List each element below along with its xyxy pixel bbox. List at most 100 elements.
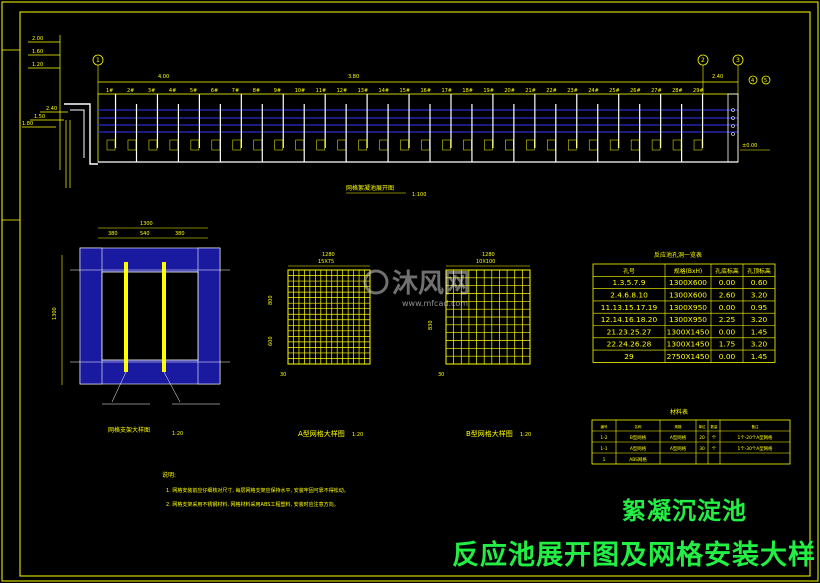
grid-b-dim: 30 <box>438 372 444 378</box>
drawing-title: 絮凝沉淀池 <box>622 497 747 525</box>
bay-label: 11# <box>316 88 327 94</box>
level-label: 1.60 <box>32 49 43 55</box>
axis-label: 2 <box>701 57 705 64</box>
bay-label: 25# <box>609 88 620 94</box>
bay-label: 22# <box>546 88 557 94</box>
table-cell: 1300X1450 <box>667 327 710 336</box>
grid-b-dim: 10X100 <box>476 259 495 265</box>
table-header: 孔底标高 <box>715 267 739 275</box>
opening-mark <box>127 139 137 151</box>
table-cell: 1.45 <box>751 352 768 361</box>
table-cell: 1300X1450 <box>667 340 710 349</box>
opening-mark <box>253 139 263 151</box>
table-cell: 0.95 <box>751 303 768 312</box>
level-label: 1.20 <box>32 62 43 68</box>
grid-a-dim: 1280 <box>322 252 335 258</box>
bay-label: 5# <box>190 88 197 94</box>
table-cell: 1个-30个A型网格 <box>738 445 774 452</box>
level-label: 1.80 <box>22 121 33 127</box>
grid-a-dim-vertical: 600 <box>268 336 274 346</box>
axis-marker-3: 3 <box>732 54 744 94</box>
opening-mark <box>379 139 388 151</box>
opening-mark <box>232 139 242 151</box>
bay-label: 28# <box>672 88 683 94</box>
support-bar <box>124 262 128 372</box>
table-header: 数量 <box>710 424 718 429</box>
detail-dim: 540 <box>140 231 150 237</box>
grid-a-detail: 1280 15X75 800 600 30 A型网格大样图 1:20 <box>268 252 371 438</box>
opening-table-title: 反应池孔洞一览表 <box>654 251 702 259</box>
notes-heading: 说明: <box>162 471 176 479</box>
bay-label: 27# <box>651 88 662 94</box>
opening-mark <box>672 139 682 151</box>
bay-label: 20# <box>504 88 515 94</box>
table-cell: 1300X600 <box>669 278 707 287</box>
left-level-marks: 2.00 1.60 1.20 1.80 1.50 2.40 <box>22 35 68 170</box>
notes-block: 说明: 1. 网格安装前应仔细核对尺寸, 每层网格支架应保持水平, 安装牢固可靠… <box>162 471 349 508</box>
table-cell: 22.24.26.28 <box>607 340 652 349</box>
grid-b-caption: B型网格大样图 <box>466 429 513 438</box>
watermark-logo-icon <box>363 269 389 295</box>
table-cell: 3.20 <box>751 315 768 324</box>
level-right-label: 2.40 <box>712 74 723 80</box>
note-item: 1. 网格安装前应仔细核对尺寸, 每层网格支架应保持水平, 安装牢固可靠不得松动… <box>166 487 349 494</box>
water-levels <box>98 109 738 133</box>
frame-wall-right <box>197 247 221 385</box>
detail-dim-vertical: 1300 <box>52 307 58 320</box>
axis-label: 4 <box>751 78 754 84</box>
table-cell: 个 <box>712 435 717 441</box>
opening-mark <box>295 139 304 151</box>
table-cell: 30 <box>699 446 705 452</box>
opening-mark <box>337 139 346 151</box>
opening-mark <box>274 139 283 151</box>
baffle-group: 1#2#3#4#5#6#7#8#9#10#11#12#13#14#15#16#1… <box>106 88 704 162</box>
grid-a-scale: 1:20 <box>352 432 363 438</box>
outlet-channel <box>727 93 739 163</box>
bay-label: 4# <box>169 88 176 94</box>
frame-wall-bottom <box>79 359 221 385</box>
watermark-text: 沐风网 <box>392 269 470 299</box>
bay-label: 29# <box>693 88 704 94</box>
table-cell: 1个-20个A型网格 <box>738 434 774 441</box>
elevation-scale: 1:100 <box>412 192 426 198</box>
table-header: 孔号 <box>623 267 635 275</box>
opening-mark <box>547 139 556 151</box>
table-header: 单位 <box>698 424 706 429</box>
support-bar <box>162 262 166 372</box>
table-cell: A型网格 <box>670 445 687 452</box>
axis-label: 3 <box>736 57 740 64</box>
elevation-view: 2.00 1.60 1.20 1.80 1.50 2.40 1#2#3#4#5 <box>22 35 771 198</box>
bay-label: 14# <box>379 88 390 94</box>
opening-mark <box>526 139 535 151</box>
bay-label: 15# <box>400 88 411 94</box>
watermark: 沐风网 www.mfcad.com <box>363 269 470 308</box>
bay-label: 26# <box>630 88 641 94</box>
bay-label: 12# <box>337 88 348 94</box>
bay-label: 6# <box>211 88 218 94</box>
opening-mark <box>505 139 514 151</box>
grid-b-cells <box>446 270 530 364</box>
note-item: 2. 网格支架采用不锈钢材料, 网格材料采用ABS工程塑料, 安装时应注意方向。 <box>166 501 339 508</box>
table-header: 备注 <box>751 424 759 429</box>
opening-mark <box>651 139 661 151</box>
level-base-label: ±0.00 <box>742 143 757 149</box>
table-cell: 1300X950 <box>669 303 707 312</box>
detail-scale: 1:20 <box>172 431 183 437</box>
bay-label: 21# <box>525 88 536 94</box>
table-cell: 0.00 <box>719 278 736 287</box>
table-cell: 1 <box>603 457 606 463</box>
axis-marker-2: 2 <box>697 54 709 94</box>
bay-label: 1# <box>106 88 113 94</box>
grid-b-scale: 1:20 <box>520 432 531 438</box>
bay-label: 18# <box>462 88 473 94</box>
opening-mark <box>588 139 598 151</box>
grid-a-mesh <box>287 269 371 365</box>
axis-label: 1 <box>96 57 100 64</box>
opening-mark <box>463 139 472 151</box>
grid-a-dim: 30 <box>280 372 286 378</box>
